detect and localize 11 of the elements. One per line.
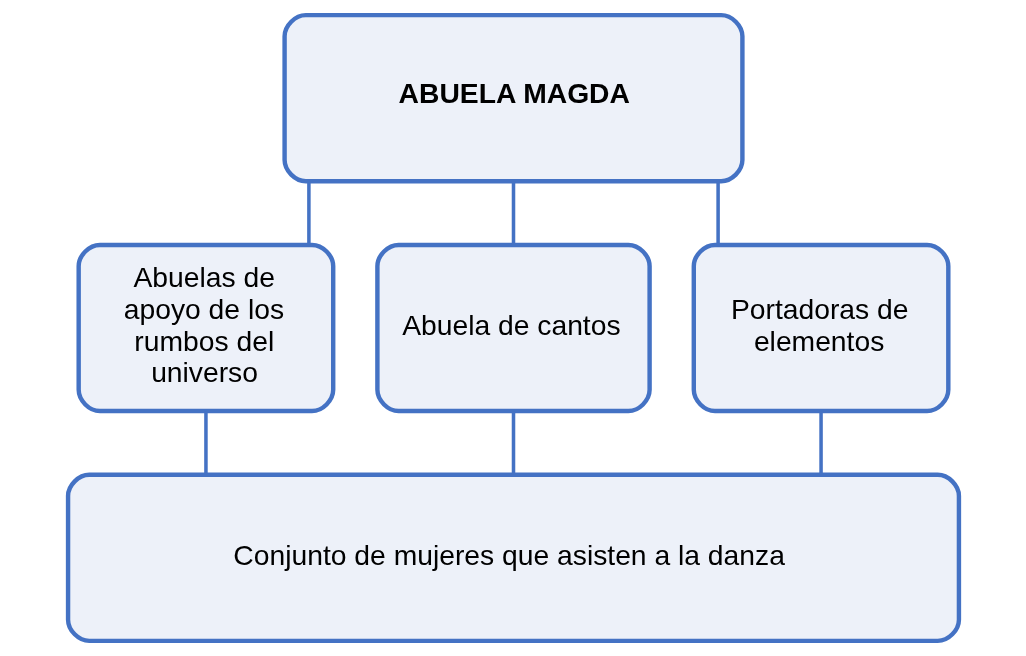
node-box: ABUELA MAGDA <box>281 12 745 184</box>
connector <box>511 411 515 475</box>
connector <box>203 411 208 475</box>
connector <box>818 411 823 475</box>
connector <box>715 181 720 245</box>
connector <box>306 181 311 245</box>
node-box: Portadoras de elementos <box>691 242 951 414</box>
node-box: Abuela de cantos <box>374 242 652 414</box>
node-box: Conjunto de mujeres que asisten a la danza <box>65 472 961 644</box>
connector <box>511 181 515 245</box>
node-box: Abuelas de apoyo de los rumbos del universo <box>75 242 335 414</box>
